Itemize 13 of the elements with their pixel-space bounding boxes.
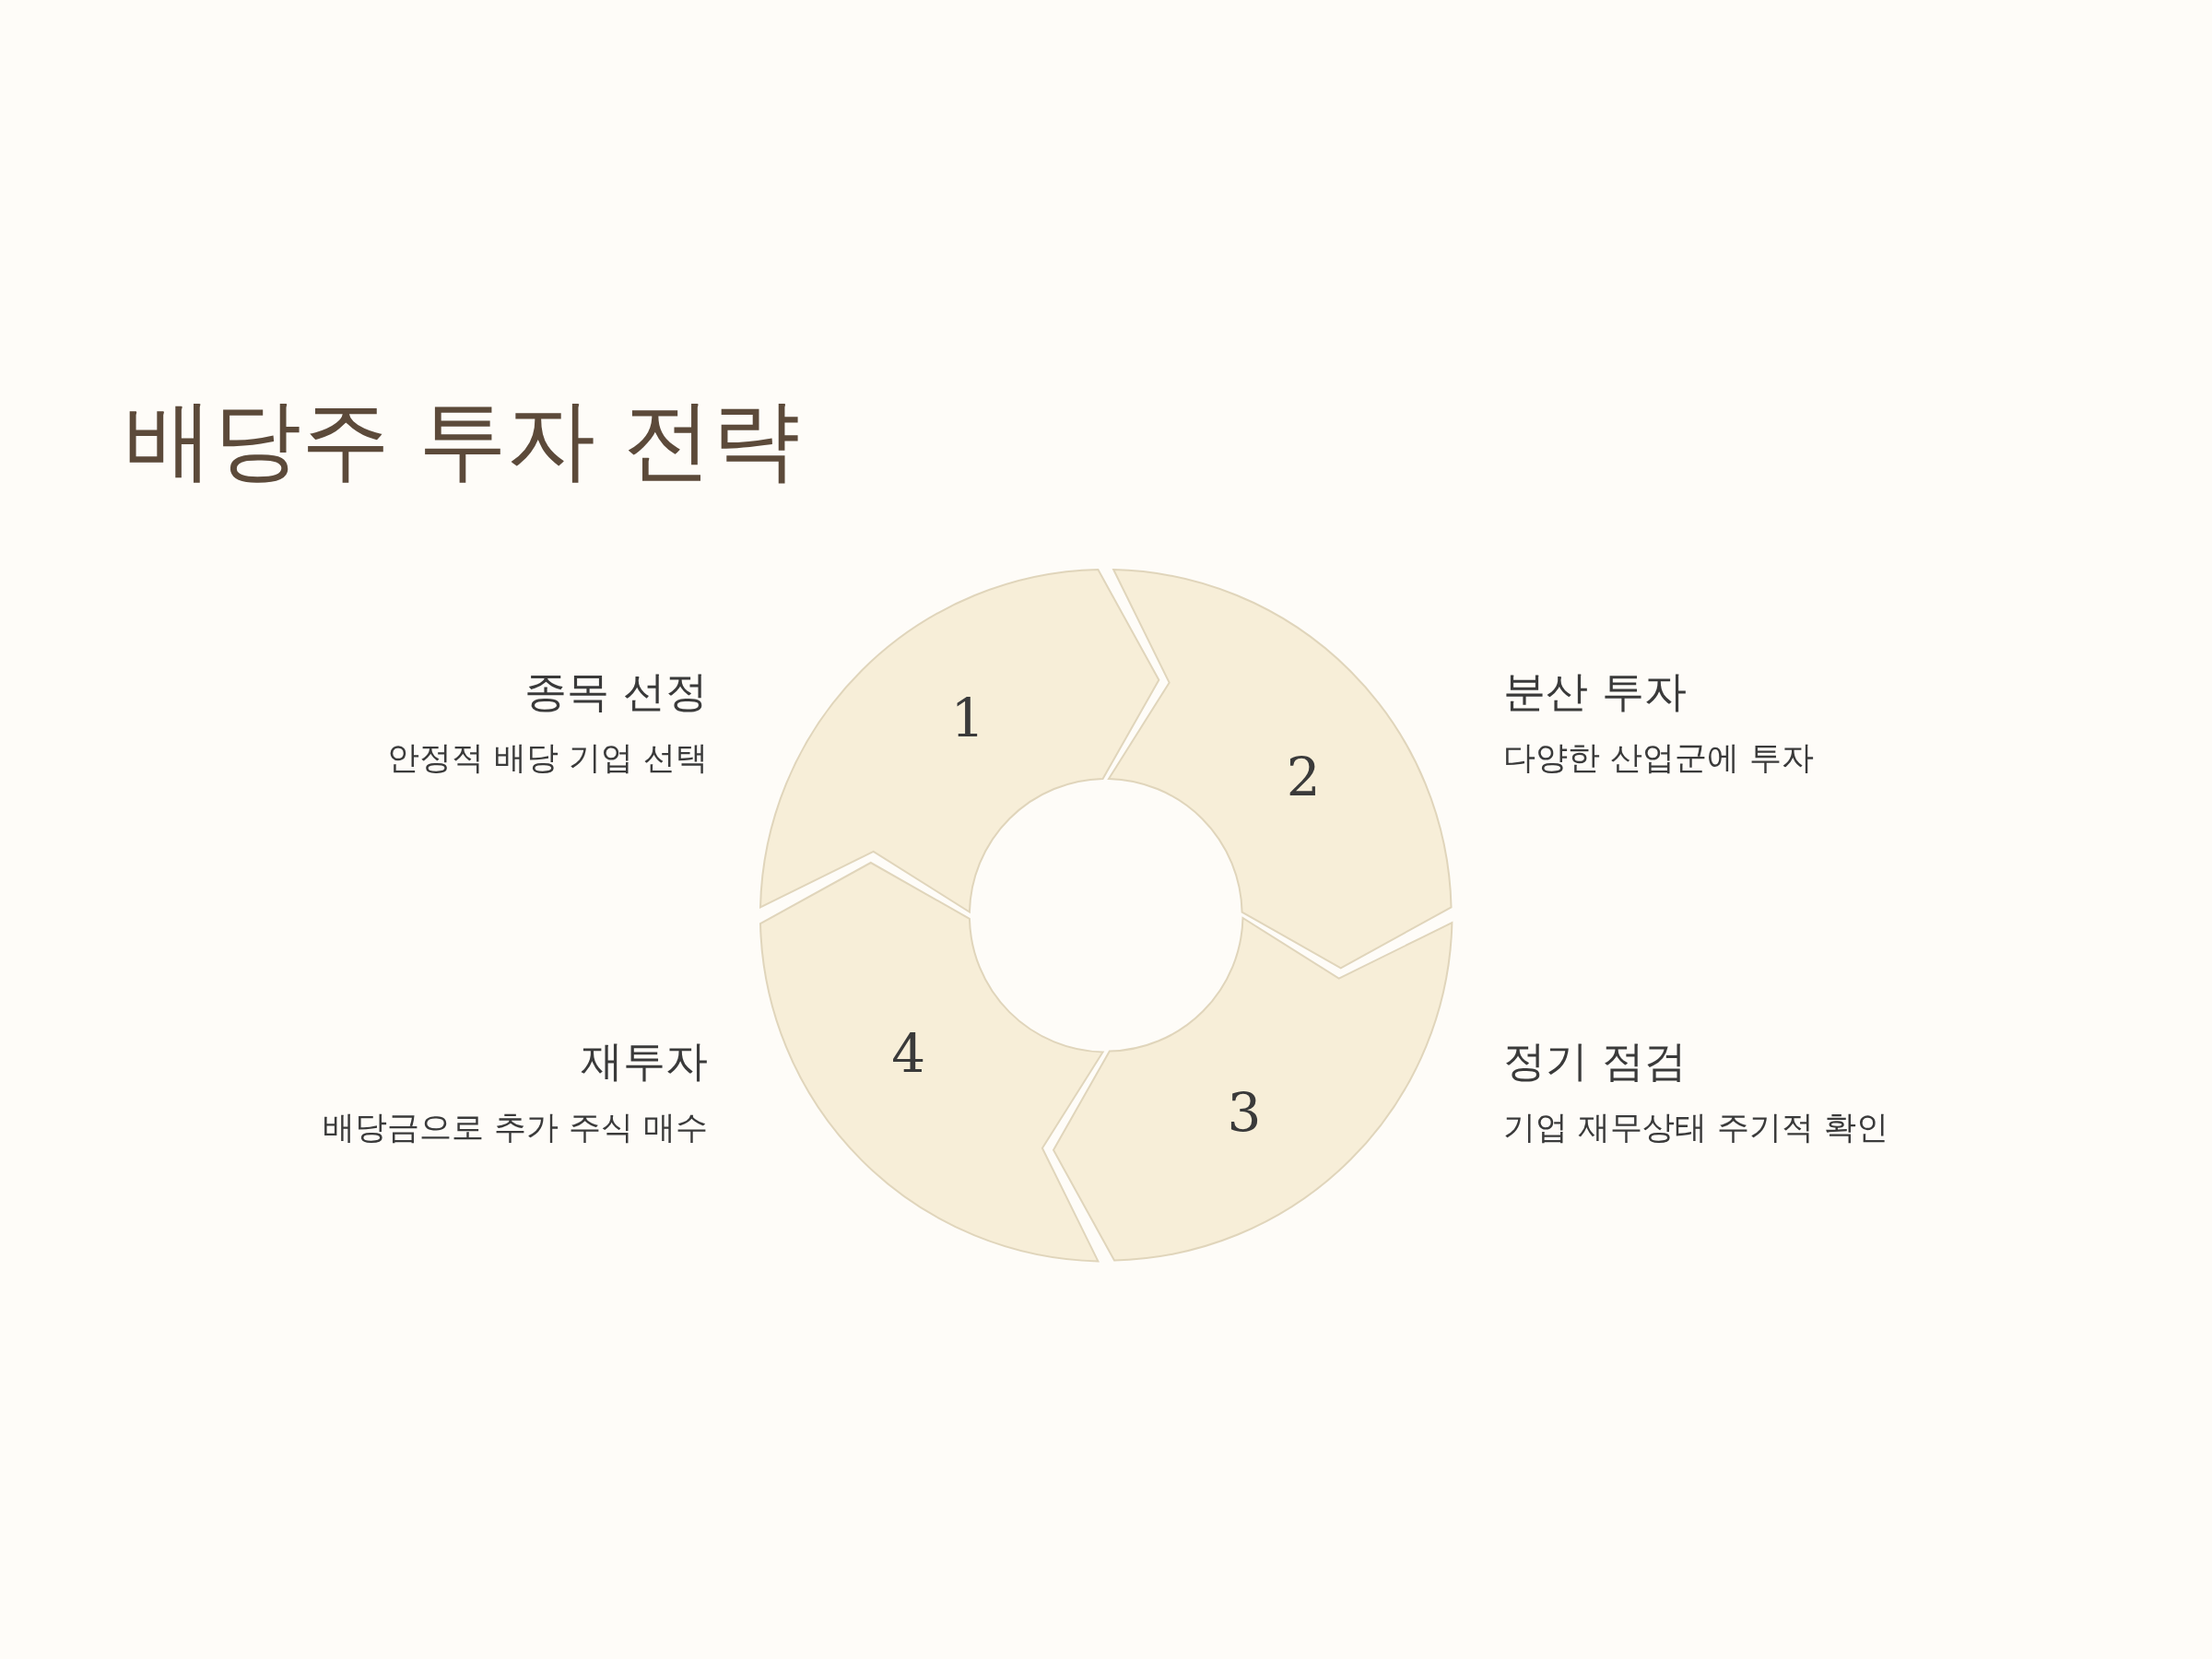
step-heading: 재투자 [581,1036,708,1088]
step-heading: 종목 선정 [524,666,708,718]
step-description: 안정적 배당 기업 선택 [386,738,708,777]
step-number: 2 [1286,750,1321,804]
step-heading: 정기 점검 [1503,1036,1687,1088]
step-description: 기업 재무상태 주기적 확인 [1503,1108,1889,1147]
title: 배당주 투자 전략 [124,392,801,489]
step-number: 1 [950,690,985,745]
step-description: 다양한 산업군에 투자 [1503,738,1815,777]
step-number: 4 [891,1026,926,1080]
step-heading: 분산 투자 [1503,666,1687,718]
step-description: 배당금으로 추가 주식 매수 [322,1108,708,1147]
step-number: 3 [1227,1086,1262,1140]
